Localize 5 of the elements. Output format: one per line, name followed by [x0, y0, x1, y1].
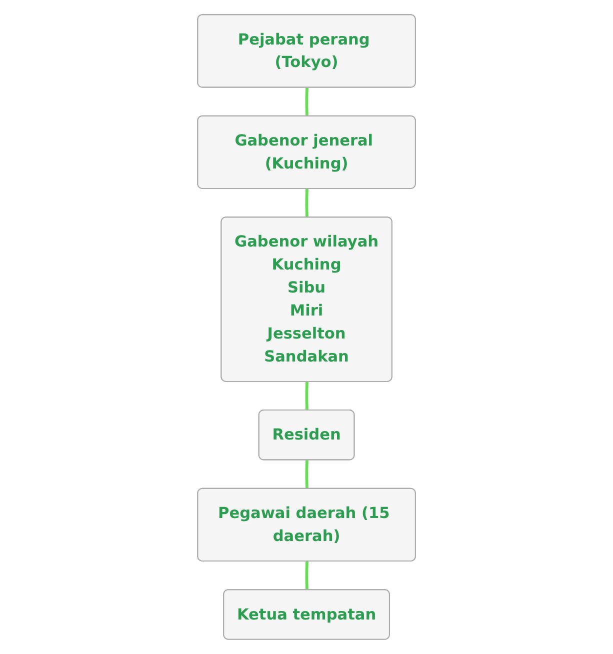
connector — [305, 188, 308, 218]
connector — [305, 382, 308, 411]
connector — [305, 460, 308, 489]
connector — [305, 88, 308, 116]
connector — [305, 561, 308, 590]
